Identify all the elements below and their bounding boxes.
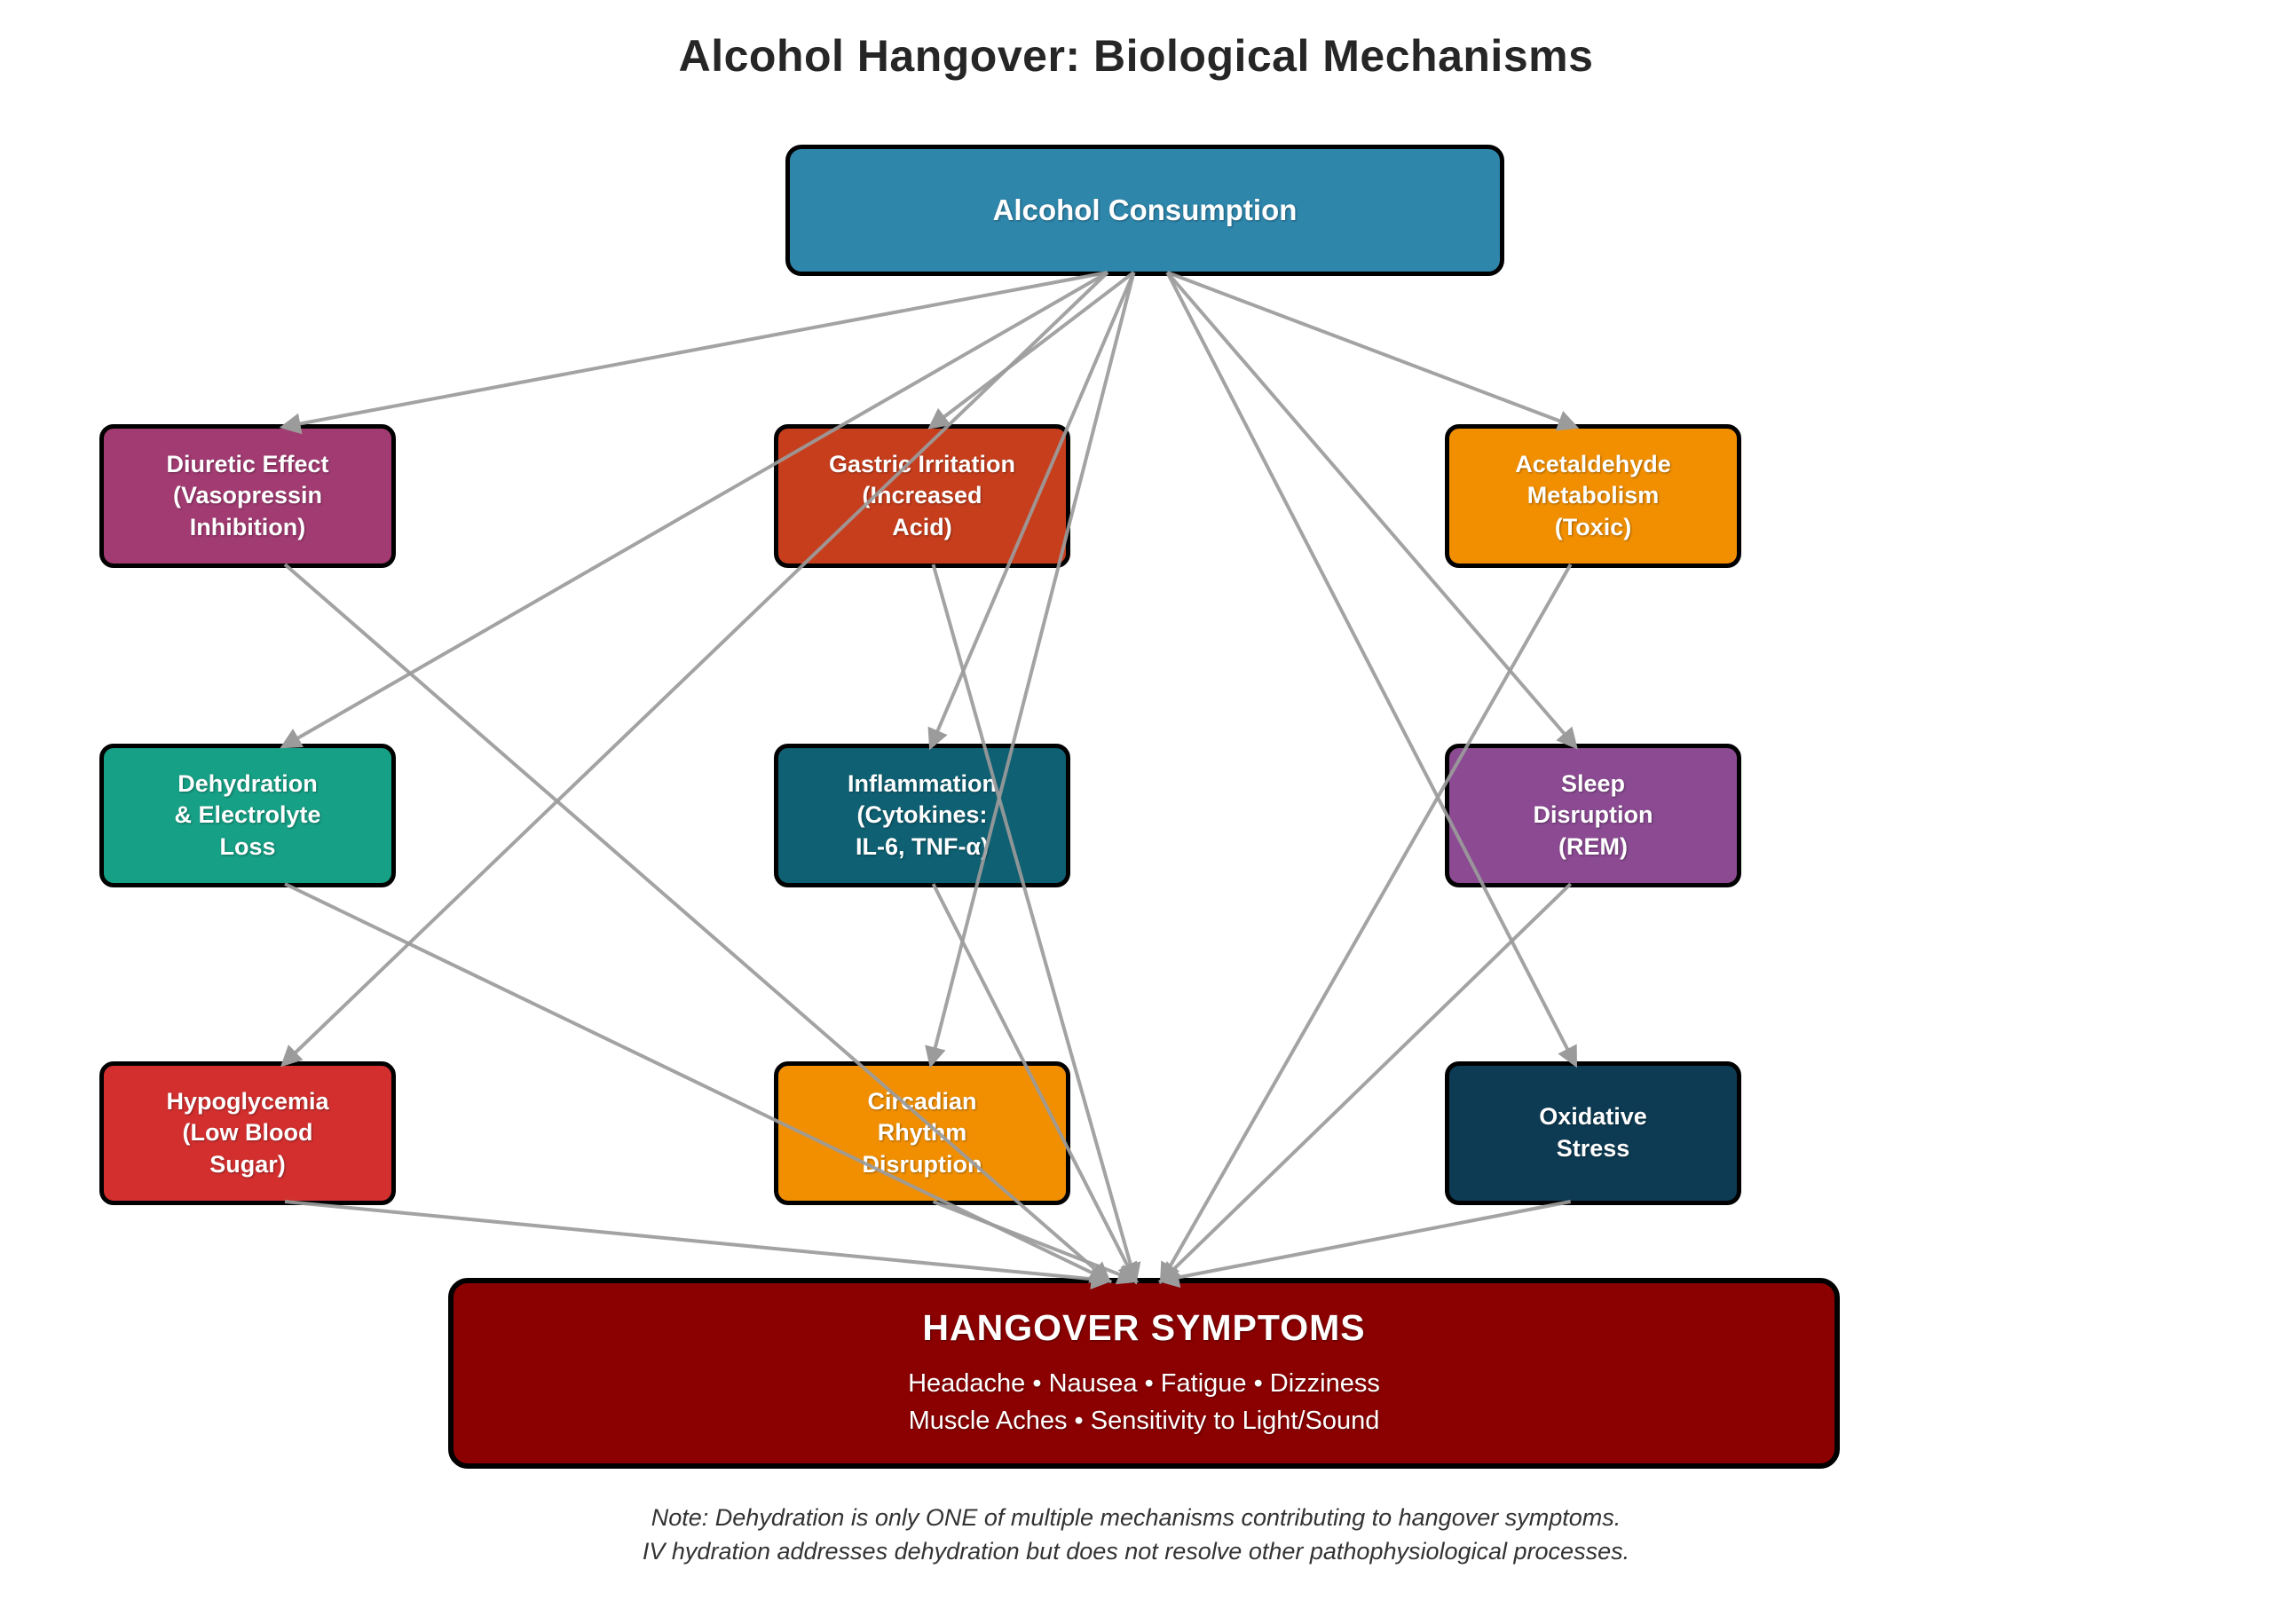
node-label: Dehydration & Electrolyte Loss [174,769,321,860]
node-label: Alcohol Consumption [992,193,1298,227]
node-label: Diuretic Effect (Vasopressin Inhibition) [166,450,329,540]
node-hangover-symptoms: HANGOVER SYMPTOMS Headache • Nausea • Fa… [448,1278,1840,1469]
footnote-line2: IV hydration addresses dehydration but d… [642,1537,1630,1565]
node-sleep-disruption: Sleep Disruption (REM) [1445,744,1741,887]
hangover-symptoms-line1: Headache • Nausea • Fatigue • Dizziness [908,1368,1380,1398]
node-label: Circadian Rhythm Disruption [862,1087,982,1178]
node-label: Sleep Disruption (REM) [1533,769,1653,860]
edge-alcohol-to-oxidative [1165,272,1577,1068]
hangover-title: HANGOVER SYMPTOMS [922,1306,1366,1348]
page-title: Alcohol Hangover: Biological Mechanisms [678,31,1594,81]
edge-alcohol-to-acetaldehyde [1166,271,1580,431]
node-diuretic-effect: Diuretic Effect (Vasopressin Inhibition) [99,424,396,568]
footnote-line1: Note: Dehydration is only ONE of multipl… [651,1504,1621,1531]
node-hypoglycemia: Hypoglycemia (Low Blood Sugar) [99,1061,396,1205]
edge-oxidative-to-hangover [1157,1200,1572,1289]
node-alcohol-consumption: Alcohol Consumption [785,145,1504,276]
hangover-symptoms-line2: Muscle Aches • Sensitivity to Light/Soun… [908,1407,1380,1435]
node-dehydration-electrolyte-loss: Dehydration & Electrolyte Loss [99,744,396,887]
node-label: Gastric Irritation (Increased Acid) [828,450,1016,540]
edge-circadian-to-hangover [932,1200,1140,1285]
node-inflammation-cytokines: Inflammation (Cytokines: IL-6, TNF-α) [774,744,1070,887]
edge-alcohol-to-hypoglycemia [280,271,1109,1068]
node-label: Oxidative Stress [1539,1103,1647,1162]
node-circadian-rhythm-disruption: Circadian Rhythm Disruption [774,1061,1070,1205]
edge-alcohol-to-circadian [925,272,1136,1068]
node-label: Acetaldehyde Metabolism (Toxic) [1515,450,1671,540]
footnote: Note: Dehydration is only ONE of multipl… [0,1502,2272,1569]
node-oxidative-stress: Oxidative Stress [1445,1061,1741,1205]
edge-alcohol-to-diuretic [279,271,1108,435]
node-acetaldehyde-metabolism: Acetaldehyde Metabolism (Toxic) [1445,424,1741,568]
node-gastric-irritation: Gastric Irritation (Increased Acid) [774,424,1070,568]
edge-hypoglycemia-to-hangover [284,1200,1113,1290]
node-label: Inflammation (Cytokines: IL-6, TNF-α) [847,769,997,860]
edge-alcohol-to-gastric [927,271,1135,430]
node-label: Hypoglycemia (Low Blood Sugar) [166,1087,329,1178]
